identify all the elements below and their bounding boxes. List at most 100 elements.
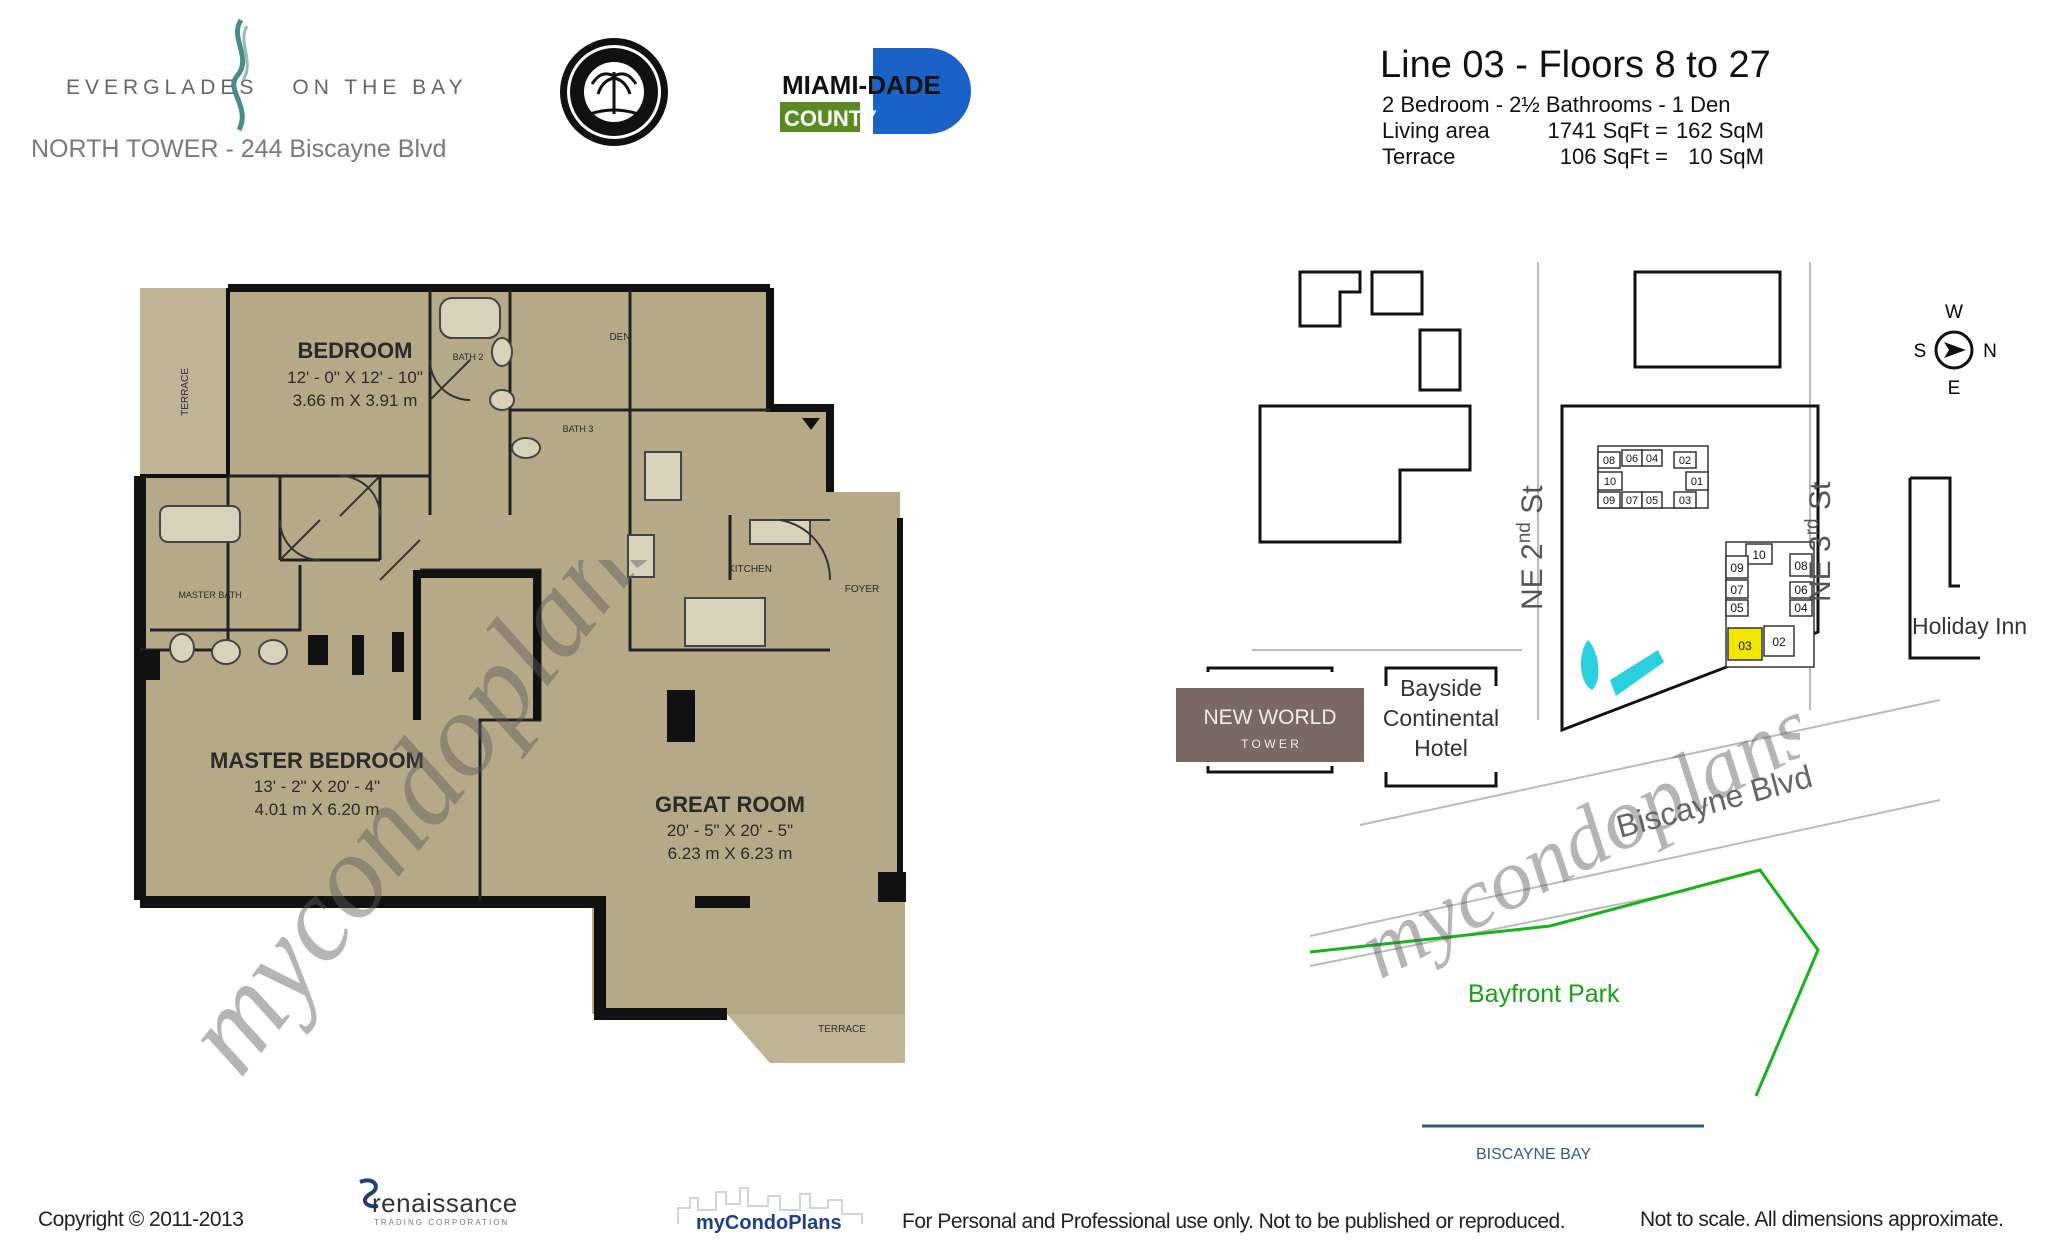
biscayne-bay-label: BISCAYNE BAY: [1476, 1146, 1591, 1163]
living-sqm: 162 SqM: [1675, 118, 1764, 143]
unit-label: 06: [1626, 453, 1638, 465]
unit-label: 07: [1730, 583, 1744, 597]
column: [392, 632, 404, 672]
unit-label: 01: [1691, 476, 1703, 488]
south-tower-unit-labels: 10 09 08 07 06 05 04 03 02: [1730, 548, 1808, 653]
unit-label: 10: [1604, 476, 1616, 488]
highlighted-unit-label: 03: [1738, 639, 1752, 653]
column: [667, 690, 695, 742]
compass-w: W: [1945, 302, 1963, 323]
master-bedroom-name: MASTER BEDROOM: [210, 748, 424, 773]
master-bedroom-dim-ft: 13' - 2" X 20' - 4": [254, 777, 380, 796]
foyer-label: FOYER: [845, 584, 879, 595]
unit-label: 04: [1646, 453, 1658, 465]
unit-label: 03: [1679, 495, 1691, 507]
column: [308, 635, 328, 665]
pool-shape: [1610, 650, 1664, 696]
north-tower-units: [1597, 445, 1709, 509]
brand-left: EVERGLADES: [66, 76, 259, 99]
den-label: DEN: [609, 332, 630, 343]
master-bath-label: MASTER BATH: [178, 590, 241, 600]
unit-label: 10: [1752, 548, 1766, 562]
copyright: Copyright © 2011-2013: [38, 1208, 244, 1231]
city-seal-logo: [560, 38, 668, 146]
renaissance-name: renaissance: [372, 1188, 518, 1218]
street-lines: [1252, 262, 1941, 967]
left-terrace-area: [140, 288, 228, 476]
compass-ring: [1934, 330, 1974, 370]
new-world-tower-sign: NEW WORLD T O W E R: [1176, 666, 1364, 774]
unit-summary: 2 Bedroom - 2½ Bathrooms - 1 Den: [1382, 92, 1731, 117]
bedroom-dim-m: 3.66 m X 3.91 m: [293, 391, 418, 410]
unit-specs: 2 Bedroom - 2½ Bathrooms - 1 Den Living …: [1382, 92, 1770, 170]
terrace-sqm: 10 SqM: [1688, 144, 1764, 169]
compass-e: E: [1948, 378, 1961, 399]
great-room-dim-ft: 20' - 5" X 20' - 5": [667, 821, 793, 840]
bedroom-dim-ft: 12' - 0" X 12' - 10": [287, 368, 423, 387]
floor-plan: BEDROOM 12' - 0" X 12' - 10" 3.66 m X 3.…: [134, 284, 906, 1063]
location-map: 08 06 04 02 10 01 09 07 05 03 10 09 08 0…: [1176, 262, 2027, 1128]
unit-label: 07: [1626, 495, 1638, 507]
north-tower-unit-labels: 08 06 04 02 10 01 09 07 05 03: [1603, 453, 1703, 507]
terrace-left-label: TERRACE: [180, 368, 191, 416]
usage-notice: For Personal and Professional use only. …: [902, 1210, 1566, 1233]
tower-address: NORTH TOWER - 244 Biscayne Blvd: [31, 135, 447, 163]
compass-arrow-icon: [1944, 342, 1966, 358]
unit-label: 04: [1794, 601, 1808, 615]
column: [142, 650, 160, 680]
column: [878, 872, 906, 902]
scale-notice: Not to scale. All dimensions approximate…: [1640, 1208, 2004, 1231]
door-swings: [279, 359, 832, 581]
renaissance-sub: TRADING CORPORATION: [374, 1218, 510, 1227]
pool-shape: [1580, 640, 1599, 690]
bedroom-name: BEDROOM: [298, 338, 413, 363]
bayside-line1: Bayside: [1400, 675, 1482, 701]
column: [352, 635, 364, 675]
compass-n: N: [1983, 341, 1997, 362]
unit-label: 05: [1646, 495, 1658, 507]
unit-label: 02: [1679, 455, 1691, 467]
unit-label: 02: [1772, 635, 1786, 649]
terrace-label: Terrace: [1382, 144, 1456, 169]
bayside-line3: Hotel: [1414, 735, 1468, 761]
site-lot: [1560, 404, 1820, 733]
street-ne3-label: NE 3rd St: [1802, 481, 1837, 602]
unit-label: 06: [1794, 583, 1808, 597]
great-room-name: GREAT ROOM: [655, 792, 805, 817]
compass-s: S: [1914, 341, 1927, 362]
renaissance-emblem-icon: [359, 1178, 379, 1209]
new-world-line2: T O W E R: [1241, 737, 1299, 751]
new-world-line1: NEW WORLD: [1204, 706, 1337, 729]
neighbor-buildings: [1258, 270, 1980, 660]
bath3-label: BATH 3: [563, 424, 594, 434]
living-label: Living area: [1382, 118, 1490, 143]
bayfront-park-label: Bayfront Park: [1468, 980, 1620, 1008]
unit-label: 09: [1603, 495, 1615, 507]
street-biscayne-label: Biscayne Blvd: [1612, 758, 1815, 845]
bottom-terrace-area: [727, 1014, 905, 1063]
entry-marker-icon: [802, 418, 820, 430]
brand-right: ON THE BAY: [292, 76, 468, 99]
living-sqft: 1741 SqFt =: [1547, 118, 1668, 143]
unit-label: 09: [1730, 561, 1744, 575]
unit-label: 05: [1730, 601, 1744, 615]
compass: W S N E: [1914, 302, 1997, 399]
unit-label: 08: [1794, 559, 1808, 573]
mycondoplans-logo: myCondoPlans: [696, 1212, 842, 1234]
wall-segment: [533, 570, 541, 720]
bayside-hotel: Bayside Continental Hotel: [1383, 666, 1499, 788]
kitchen-label: KITCHEN: [728, 564, 772, 575]
mycondoplans-skyline-icon: [677, 1187, 863, 1224]
unit-label: 08: [1603, 455, 1615, 467]
county-logo-line1: MIAMI-DADE: [782, 70, 941, 100]
highlighted-unit: [1727, 627, 1763, 661]
unit-title: Line 03 - Floors 8 to 27: [1380, 44, 1771, 86]
brand-wave-logo: [231, 18, 249, 132]
county-logo-line2: COUNTY: [784, 106, 877, 131]
street-ne2-label: NE 2nd St: [1514, 485, 1549, 610]
fixtures: [159, 297, 811, 665]
plan-floor: [140, 288, 905, 1063]
area-table: Living area 1741 SqFt = 162 SqM Terrace …: [1382, 118, 1770, 170]
bayfront-park-boundary: [1309, 868, 1820, 1097]
bath2-label: BATH 2: [453, 352, 484, 362]
